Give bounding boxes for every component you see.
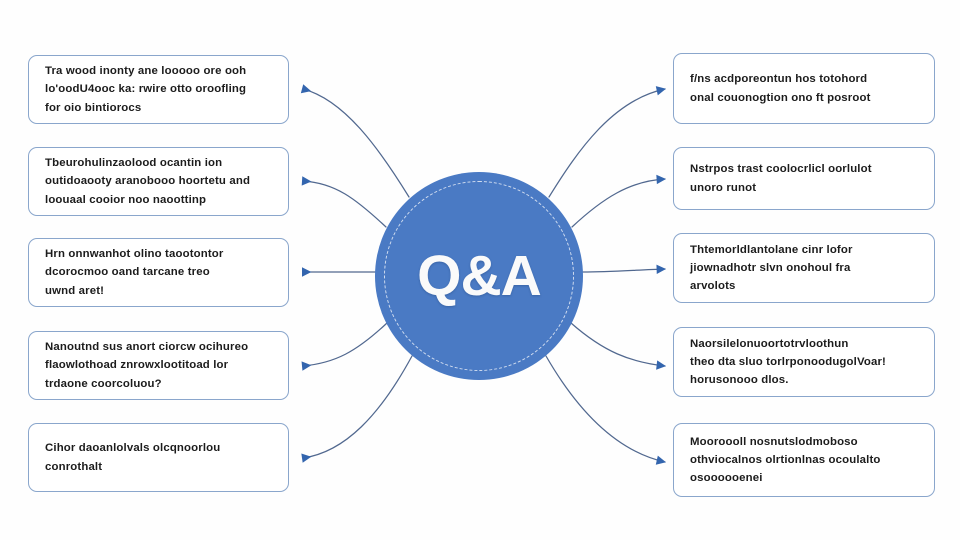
node-box-left-1[interactable]: Tra wood inonty ane looooo ore ooh lo'oo… xyxy=(28,55,289,124)
node-box-left-2[interactable]: Tbeurohulinzaolood ocantin ion outidoaoo… xyxy=(28,147,289,216)
node-text-left-4: Nanoutnd sus anort ciorcw ocihureo flaow… xyxy=(45,341,249,390)
node-box-right-2[interactable]: Nstrpos trast coolocrlicl oorlulot unoro… xyxy=(673,147,935,210)
node-text-left-5: Cihor daoanlolvals olcqnoorlou conrothal… xyxy=(45,442,221,473)
node-box-left-4[interactable]: Nanoutnd sus anort ciorcw ocihureo flaow… xyxy=(28,331,289,400)
node-text-right-4: Naorsilelonuoortotrvloothun theo dta slu… xyxy=(690,337,886,386)
central-hub-circle[interactable]: Q&A xyxy=(375,172,583,380)
hub-dashed-ring xyxy=(384,181,574,371)
node-text-left-2: Tbeurohulinzaolood ocantin ion outidoaoo… xyxy=(45,157,251,206)
node-text-right-5: Mooroooll nosnutslodmoboso othviocalnos … xyxy=(690,435,881,484)
node-box-right-3[interactable]: Thtemorldlantolane cinr lofor jiownadhot… xyxy=(673,233,935,303)
connector-hub-to-left-2 xyxy=(301,176,387,228)
connector-hub-to-right-3 xyxy=(582,264,666,274)
node-text-right-1: f/ns acdporeontun hos totohord onal couo… xyxy=(690,73,871,104)
connector-hub-to-right-5 xyxy=(545,355,666,465)
hub-label: Q&A xyxy=(417,244,542,308)
connector-hub-to-left-5 xyxy=(301,355,413,463)
node-text-right-2: Nstrpos trast coolocrlicl oorlulot unoro… xyxy=(690,163,872,194)
connector-hub-to-left-4 xyxy=(301,322,388,371)
node-text-left-3: Hrn onnwanhot olino taootontor dcorocmoo… xyxy=(45,248,224,297)
connector-hub-to-left-1 xyxy=(300,84,410,198)
node-text-left-1: Tra wood inonty ane looooo ore ooh lo'oo… xyxy=(45,65,247,114)
node-box-right-4[interactable]: Naorsilelonuoortotrvloothun theo dta slu… xyxy=(673,327,935,397)
node-box-left-5[interactable]: Cihor daoanlolvals olcqnoorlou conrothal… xyxy=(28,423,289,492)
connector-hub-to-right-2 xyxy=(571,174,666,228)
connector-hub-to-right-4 xyxy=(570,322,666,370)
node-text-right-3: Thtemorldlantolane cinr lofor jiownadhot… xyxy=(690,243,853,292)
node-box-left-3[interactable]: Hrn onnwanhot olino taootontor dcorocmoo… xyxy=(28,238,289,307)
connector-hub-to-right-1 xyxy=(548,86,666,198)
node-box-right-5[interactable]: Mooroooll nosnutslodmoboso othviocalnos … xyxy=(673,423,935,497)
node-box-right-1[interactable]: f/ns acdporeontun hos totohord onal couo… xyxy=(673,53,935,124)
